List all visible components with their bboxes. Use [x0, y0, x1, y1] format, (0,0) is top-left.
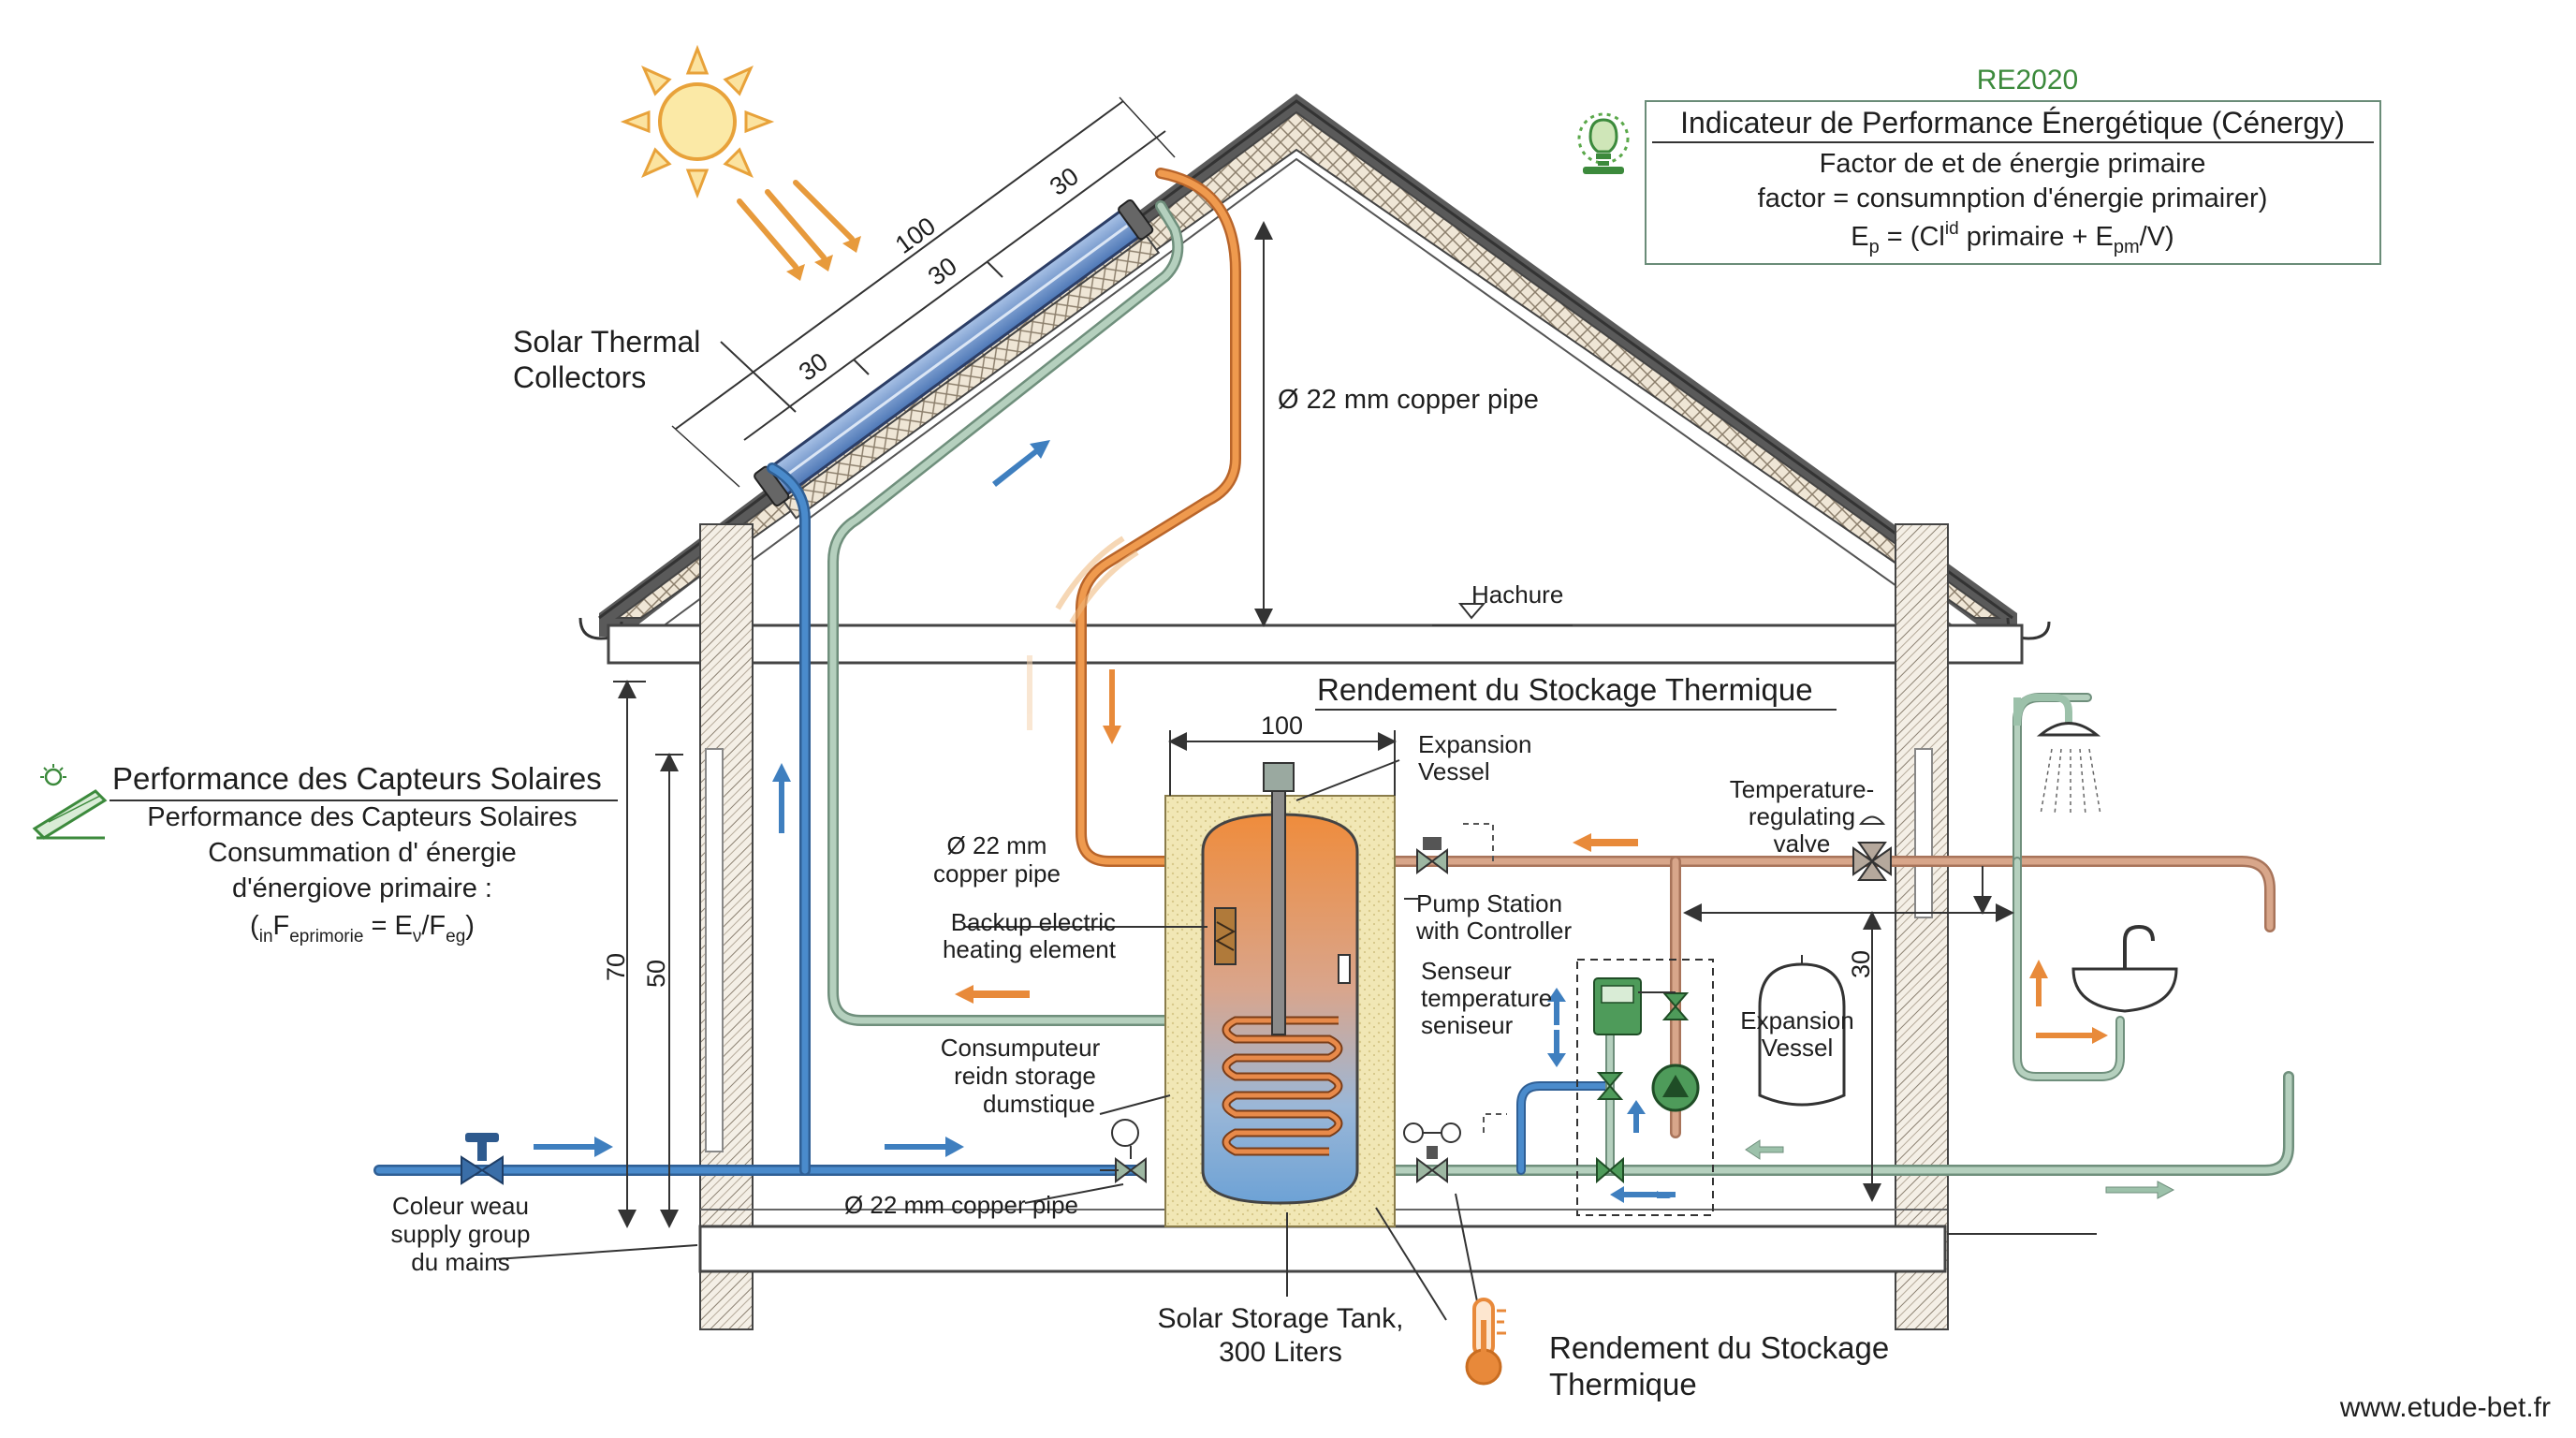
solar-panel-line3: d'énergiove primaire : — [232, 873, 492, 903]
indicator-line1: Factor de et de énergie primaire — [1820, 149, 2206, 179]
label-solar-collectors-1: Solar Thermal — [513, 325, 700, 359]
flow-arrows — [534, 440, 2175, 1203]
pump-station-box — [1576, 959, 1714, 1216]
floor-slab — [698, 1225, 1947, 1273]
label-consumer-2: reidn storage — [954, 1062, 1096, 1090]
solar-performance-panel: Performance des Capteurs Solaires Perfor… — [32, 761, 618, 946]
label-solar-collectors-2: Collectors — [513, 360, 646, 394]
label-copper-pipe-mid-2: copper pipe — [933, 859, 1061, 888]
label-temp-valve-2: regulating — [1749, 802, 1855, 830]
ceiling-slab — [607, 624, 2024, 665]
pump-controller — [1593, 977, 1642, 1035]
expansion-vessel-right — [1758, 955, 1846, 1107]
label-sensor-1: Senseur — [1421, 957, 1512, 985]
label-temp-valve-1: Temperature- — [1730, 775, 1875, 803]
label-pump-station-1: Pump Station — [1416, 889, 1562, 917]
temperature-regulating-valve — [1852, 815, 1892, 881]
roof-insulation — [614, 110, 2002, 619]
indicator-formula: Ep = (Clid primaire + Epm/V) — [1851, 219, 2174, 257]
label-tank-2: 300 Liters — [1219, 1337, 1342, 1368]
lightbulb-icon — [1577, 112, 1630, 174]
solar-panel-line2: Consummation d' énergie — [208, 838, 517, 868]
label-water-supply-1: Coleur weau — [392, 1192, 529, 1220]
dim-collector-seg1: 30 — [794, 347, 833, 387]
label-copper-pipe-bottom: Ø 22 mm copper pipe — [844, 1191, 1078, 1219]
label-consumer-3: dumstique — [983, 1090, 1095, 1118]
label-tank-1: Solar Storage Tank, — [1158, 1303, 1404, 1334]
indicator-title: Indicateur de Performance Énergétique (C… — [1680, 106, 2345, 139]
label-backup-heater-1: Backup electric — [951, 908, 1116, 936]
valves — [461, 815, 1892, 1216]
dim-height-70: 70 — [602, 953, 630, 981]
sun-icon — [620, 44, 861, 281]
solar-collector: 100 30 30 30 — [671, 96, 1176, 520]
label-expansion-vessel-top-2: Vessel — [1418, 757, 1490, 785]
indicator-line2: factor = consumnption d'énergie primaire… — [1758, 183, 2268, 213]
regulation-label: RE2020 — [1977, 65, 2078, 95]
label-sensor-2: temperature — [1421, 984, 1552, 1012]
dim-tank-width: 100 — [1261, 712, 1303, 740]
dimension-lines — [613, 221, 2014, 1228]
tank-sensor — [1338, 954, 1351, 984]
label-consumer-1: Consumputeur — [941, 1034, 1101, 1062]
label-water-supply-2: supply group — [391, 1220, 531, 1248]
label-storage-bottom-1: Rendement du Stockage — [1549, 1330, 1889, 1365]
solar-panel-icon — [32, 764, 108, 840]
website-url: www.etude-bet.fr — [2339, 1392, 2551, 1423]
dim-height-30: 30 — [1847, 950, 1875, 978]
label-expansion-vessel-right-1: Expansion — [1740, 1006, 1853, 1034]
storage-tank — [1164, 762, 1396, 1227]
shower-icon — [2013, 694, 2101, 815]
sink-icon — [2071, 924, 2178, 1013]
label-expansion-vessel-top-1: Expansion — [1418, 730, 1531, 758]
solar-panel-line1: Performance des Capteurs Solaires — [147, 802, 577, 832]
label-sensor-3: seniseur — [1421, 1011, 1514, 1039]
thermometer-icon — [1465, 1298, 1506, 1386]
solar-panel-title: Performance des Capteurs Solaires — [112, 761, 602, 796]
energy-indicator-panel: RE2020 Indicateur de Performance Énergét… — [1645, 65, 2381, 265]
label-copper-pipe-roof: Ø 22 mm copper pipe — [1278, 385, 1539, 415]
label-expansion-vessel-right-2: Vessel — [1762, 1034, 1834, 1062]
supply-valve — [461, 1133, 504, 1185]
label-storage-bottom-2: Thermique — [1549, 1367, 1697, 1401]
solar-panel-formula: (inFeprimorie = Eν/Feg) — [250, 911, 475, 946]
label-copper-pipe-mid-1: Ø 22 mm — [947, 831, 1047, 859]
label-backup-heater-2: heating element — [943, 935, 1117, 963]
label-pump-station-2: with Controller — [1415, 917, 1573, 945]
dim-collector-total: 100 — [890, 212, 941, 259]
label-hachure: Hachure — [1471, 580, 1563, 609]
wall-right — [1895, 523, 1949, 1330]
circulation-pump — [1651, 1064, 1700, 1112]
label-temp-valve-3: valve — [1774, 829, 1831, 858]
label-water-supply-3: du mains — [411, 1248, 510, 1276]
labels: Solar Thermal Collectors Ø 22 mm copper … — [391, 325, 2551, 1423]
dim-height-50: 50 — [642, 960, 670, 988]
house-structure — [578, 94, 2051, 1330]
label-storage-title: Rendement du Stockage Thermique — [1317, 672, 1813, 707]
